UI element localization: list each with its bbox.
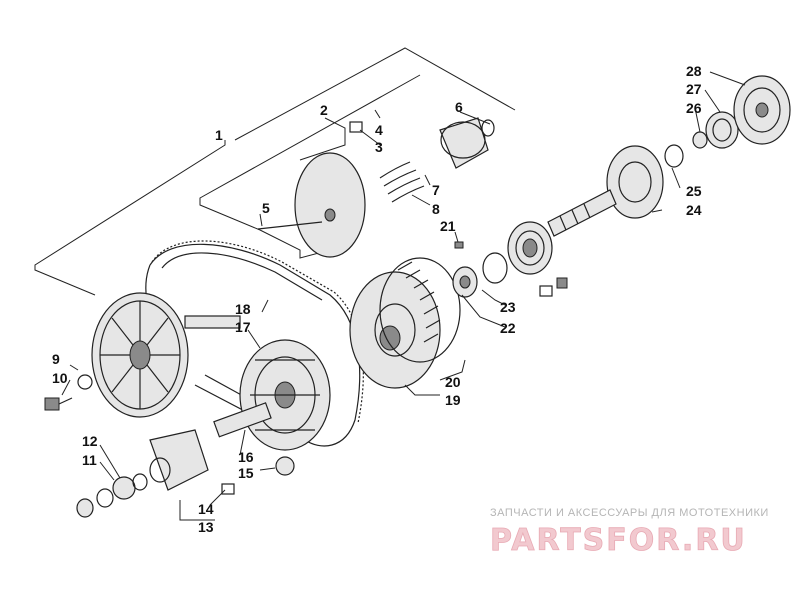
callout-23: 23 xyxy=(500,299,516,315)
callout-7: 7 xyxy=(432,182,440,198)
callout-27: 27 xyxy=(686,81,702,97)
callout-25: 25 xyxy=(686,183,702,199)
drive-clutch xyxy=(213,339,331,451)
small-hardware xyxy=(44,121,568,518)
callout-26: 26 xyxy=(686,100,702,116)
callout-20: 20 xyxy=(445,374,461,390)
callout-17: 17 xyxy=(235,319,251,335)
callout-2: 2 xyxy=(320,102,328,118)
callout-22: 22 xyxy=(500,320,516,336)
callout-11: 11 xyxy=(82,452,97,468)
callout-14: 14 xyxy=(198,501,214,517)
callout-4: 4 xyxy=(375,122,383,138)
callout-28: 28 xyxy=(686,63,702,79)
callout-10: 10 xyxy=(52,370,68,386)
watermark-brand: PARTSFOR.RU xyxy=(490,523,747,558)
callout-19: 19 xyxy=(445,392,461,408)
watermark-tagline: ЗАПЧАСТИ И АКСЕССУАРЫ ДЛЯ МОТОТЕХНИКИ xyxy=(490,507,769,519)
callout-leaders xyxy=(61,71,746,521)
callout-16: 16 xyxy=(238,449,254,465)
callout-8: 8 xyxy=(432,201,440,217)
callout-9: 9 xyxy=(52,351,60,367)
callout-3: 3 xyxy=(375,139,383,155)
bearings xyxy=(452,221,553,298)
callout-18: 18 xyxy=(235,301,251,317)
watermark: ЗАПЧАСТИ И АКСЕССУАРЫ ДЛЯ МОТОТЕХНИКИ PA… xyxy=(490,507,769,558)
callout-13: 13 xyxy=(198,519,214,535)
callout-12: 12 xyxy=(82,433,98,449)
callout-1: 1 xyxy=(215,127,223,143)
driven-clutch xyxy=(349,257,461,389)
callout-numbers: 1 2 3 4 5 6 7 8 9 10 11 12 13 14 15 16 1… xyxy=(52,63,702,535)
callout-5: 5 xyxy=(262,200,270,216)
output-shaft xyxy=(547,145,664,237)
driven-spring-assembly xyxy=(294,117,495,258)
callout-15: 15 xyxy=(238,465,254,481)
callout-6: 6 xyxy=(455,99,463,115)
callout-24: 24 xyxy=(686,202,702,218)
callout-21: 21 xyxy=(440,218,456,234)
clutch-housing-assembly xyxy=(664,75,791,168)
assembly-brackets xyxy=(34,47,516,296)
drive-pulley-face xyxy=(91,292,241,418)
